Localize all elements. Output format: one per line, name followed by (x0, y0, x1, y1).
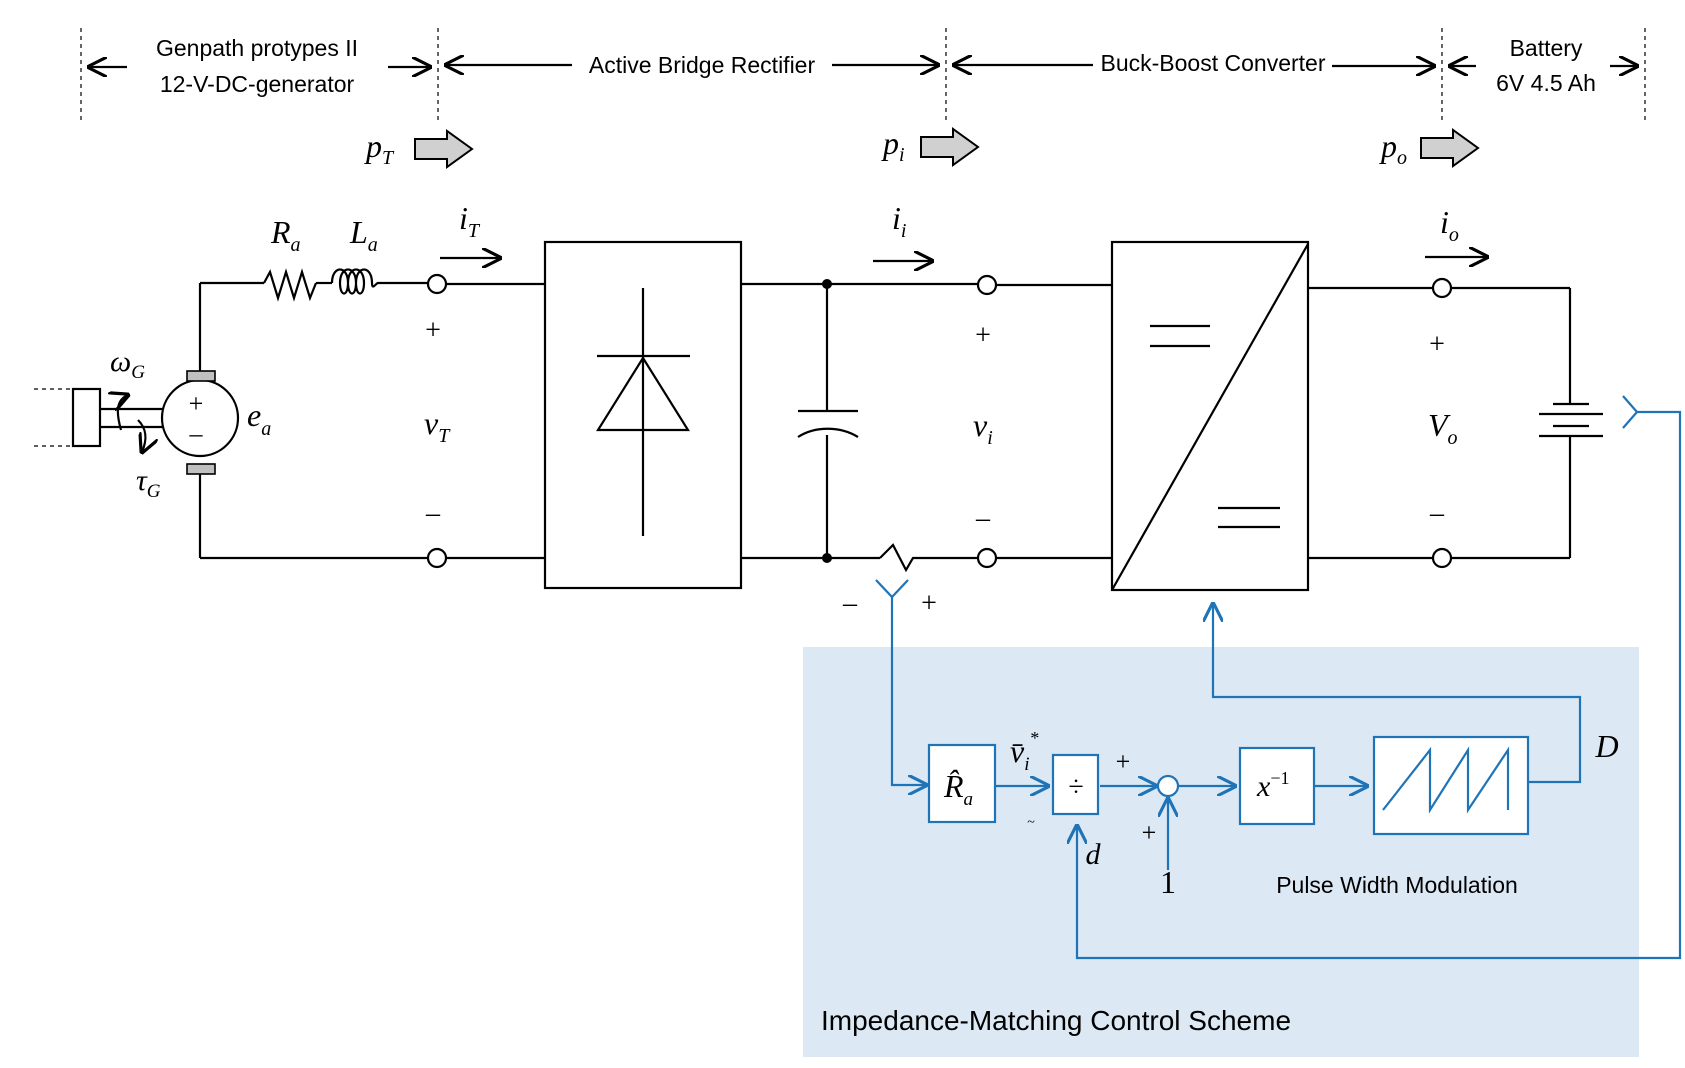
dc-generator: + – ωG τG ea (34, 345, 271, 502)
vo-label: Vo (1428, 407, 1458, 449)
la-label: La (349, 214, 378, 256)
resistor-ra (263, 268, 318, 302)
omega-label: ωG (110, 345, 145, 383)
power-pT-arrow (414, 129, 474, 169)
control-scheme-panel (803, 647, 1639, 1057)
sum-plus-top: + (1116, 747, 1131, 776)
converter-block (1110, 240, 1310, 592)
generator-label-line2: 12-V-DC-generator (160, 71, 355, 97)
generator-minus: – (189, 419, 204, 448)
converter-label: Buck-Boost Converter (1101, 50, 1326, 76)
capacitor-plate-curved (797, 427, 859, 438)
ra-hat-label: R̂a (943, 768, 973, 810)
vT-label: vT (424, 405, 451, 447)
generator-terminals: iT + vT – (424, 200, 545, 569)
constant-one: 1 (1160, 864, 1176, 900)
iT-label: iT (459, 200, 481, 242)
sum-plus-bottom: + (1142, 818, 1157, 847)
power-pi-arrow (920, 127, 980, 167)
battery-label-line1: Battery (1510, 35, 1583, 61)
output-circuit: io + Vo – (1308, 204, 1603, 569)
vi-label: vi (973, 407, 993, 449)
generator-plus: + (189, 389, 204, 418)
inductor-la (330, 268, 379, 295)
diode-icon (596, 355, 690, 432)
control-scheme-title: Impedance-Matching Control Scheme (821, 1005, 1291, 1036)
vT-plus: + (425, 315, 441, 346)
generator-label-line1: Genpath protypes II (156, 35, 358, 61)
pwm-label: Pulse Width Modulation (1276, 872, 1518, 898)
inverse-block (1238, 746, 1316, 826)
control-blocks: R̂a v̄i* ÷ ~ d + + 1 x−1 Pulse Width Mod… (821, 728, 1619, 1036)
power-pi-label: pi (881, 125, 905, 166)
current-sensor (879, 543, 979, 573)
pwm-block (1372, 735, 1530, 836)
power-pT-label: pT (364, 128, 395, 169)
summing-junction (1156, 774, 1180, 798)
dc-link: ii + vi – (741, 200, 1112, 573)
ea-label: ea (247, 397, 271, 440)
tau-label: τG (136, 464, 161, 502)
D-label: D (1594, 728, 1618, 764)
ra-hat-block (927, 743, 997, 824)
ra-label: Ra (270, 214, 301, 256)
sensor-plus: + (921, 588, 937, 619)
divide-tick: ~ (1027, 815, 1035, 830)
vo-plus: + (1429, 329, 1445, 360)
inverse-label: x−1 (1256, 768, 1289, 803)
vi-plus: + (975, 320, 991, 351)
divide-symbol: ÷ (1068, 772, 1083, 803)
vo-minus: – (1429, 498, 1445, 529)
d-label: d (1086, 838, 1102, 871)
battery-icon (1539, 402, 1603, 438)
shaft-coupling (71, 387, 102, 448)
section-headers: Genpath protypes II 12-V-DC-generator Ac… (89, 35, 1637, 97)
power-flow: pT pi po (364, 125, 1480, 169)
power-po-label: po (1379, 128, 1407, 169)
ii-label: ii (892, 200, 906, 242)
power-po-arrow (1420, 128, 1480, 168)
sensor-minus: – (842, 588, 858, 619)
divide-block (1051, 753, 1100, 816)
battery-label-line2: 6V 4.5 Ah (1496, 70, 1596, 96)
rectifier-block (543, 240, 743, 590)
v-ref-label: v̄i* (1010, 728, 1038, 775)
armature-circuit: Ra La (198, 214, 428, 560)
io-label: io (1440, 204, 1459, 246)
sawtooth-icon (1382, 746, 1510, 814)
rectifier-label: Active Bridge Rectifier (589, 52, 816, 78)
vi-minus: – (975, 503, 991, 534)
control-wiring: – + (842, 395, 1682, 960)
vT-minus: – (425, 498, 441, 529)
